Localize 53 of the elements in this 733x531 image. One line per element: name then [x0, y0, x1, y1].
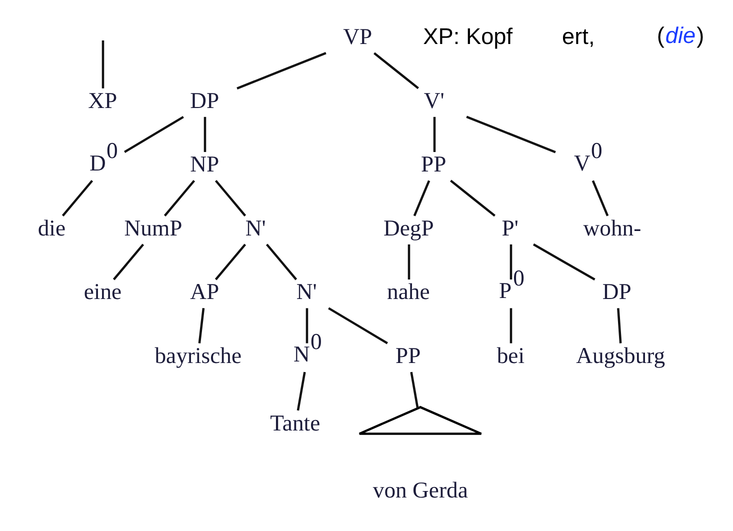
node-triangle: [358, 406, 482, 435]
node-text: PP: [396, 342, 421, 368]
connector: [102, 40, 104, 88]
connector: [617, 308, 622, 344]
connector: [532, 243, 596, 280]
node-text: DegP: [384, 215, 434, 240]
connector: [62, 180, 94, 216]
connector: [450, 180, 496, 217]
node-text: NumP: [124, 215, 182, 240]
connector: [592, 180, 609, 216]
connector: [328, 307, 388, 344]
connector: [408, 244, 410, 280]
node-text: AP: [190, 279, 220, 304]
connector: [374, 52, 419, 90]
connector: [204, 116, 206, 152]
connector: [198, 308, 205, 344]
node-text: eine: [84, 279, 122, 304]
label: ert,: [562, 23, 595, 50]
connector: [410, 372, 419, 408]
connector: [306, 308, 308, 344]
connector: [124, 116, 184, 153]
node-text: wohn-: [583, 215, 642, 240]
node-text: nahe: [387, 279, 430, 304]
node-text: VP: [343, 24, 372, 50]
connector: [466, 116, 556, 154]
connector: [510, 244, 512, 280]
node-label: von Gerda: [372, 478, 468, 503]
node-text: Augsburg: [576, 342, 666, 368]
node-text: bei: [496, 342, 525, 368]
node-text: NP: [190, 152, 220, 177]
node-text: N': [296, 279, 317, 304]
connector: [112, 244, 144, 280]
node-text: PP: [421, 152, 446, 177]
connector: [296, 372, 306, 411]
connector: [266, 244, 298, 280]
connector: [164, 180, 196, 216]
node-text: V': [424, 88, 444, 113]
node-text: Tante: [270, 410, 320, 436]
label: (die): [656, 22, 704, 48]
node-text: P': [502, 215, 518, 240]
label: XP: Kopf: [423, 23, 513, 50]
connector: [214, 244, 246, 280]
connector: [214, 180, 246, 216]
connector: [433, 116, 436, 152]
node-text: bayrische: [154, 342, 242, 368]
node-text: DP: [602, 279, 632, 304]
node-text: N': [245, 215, 266, 240]
node-text: XP: [88, 88, 118, 113]
node-text: die: [38, 215, 66, 240]
node-text: DP: [190, 88, 220, 113]
connector: [236, 52, 326, 90]
connector: [510, 308, 512, 344]
connector: [413, 180, 430, 216]
